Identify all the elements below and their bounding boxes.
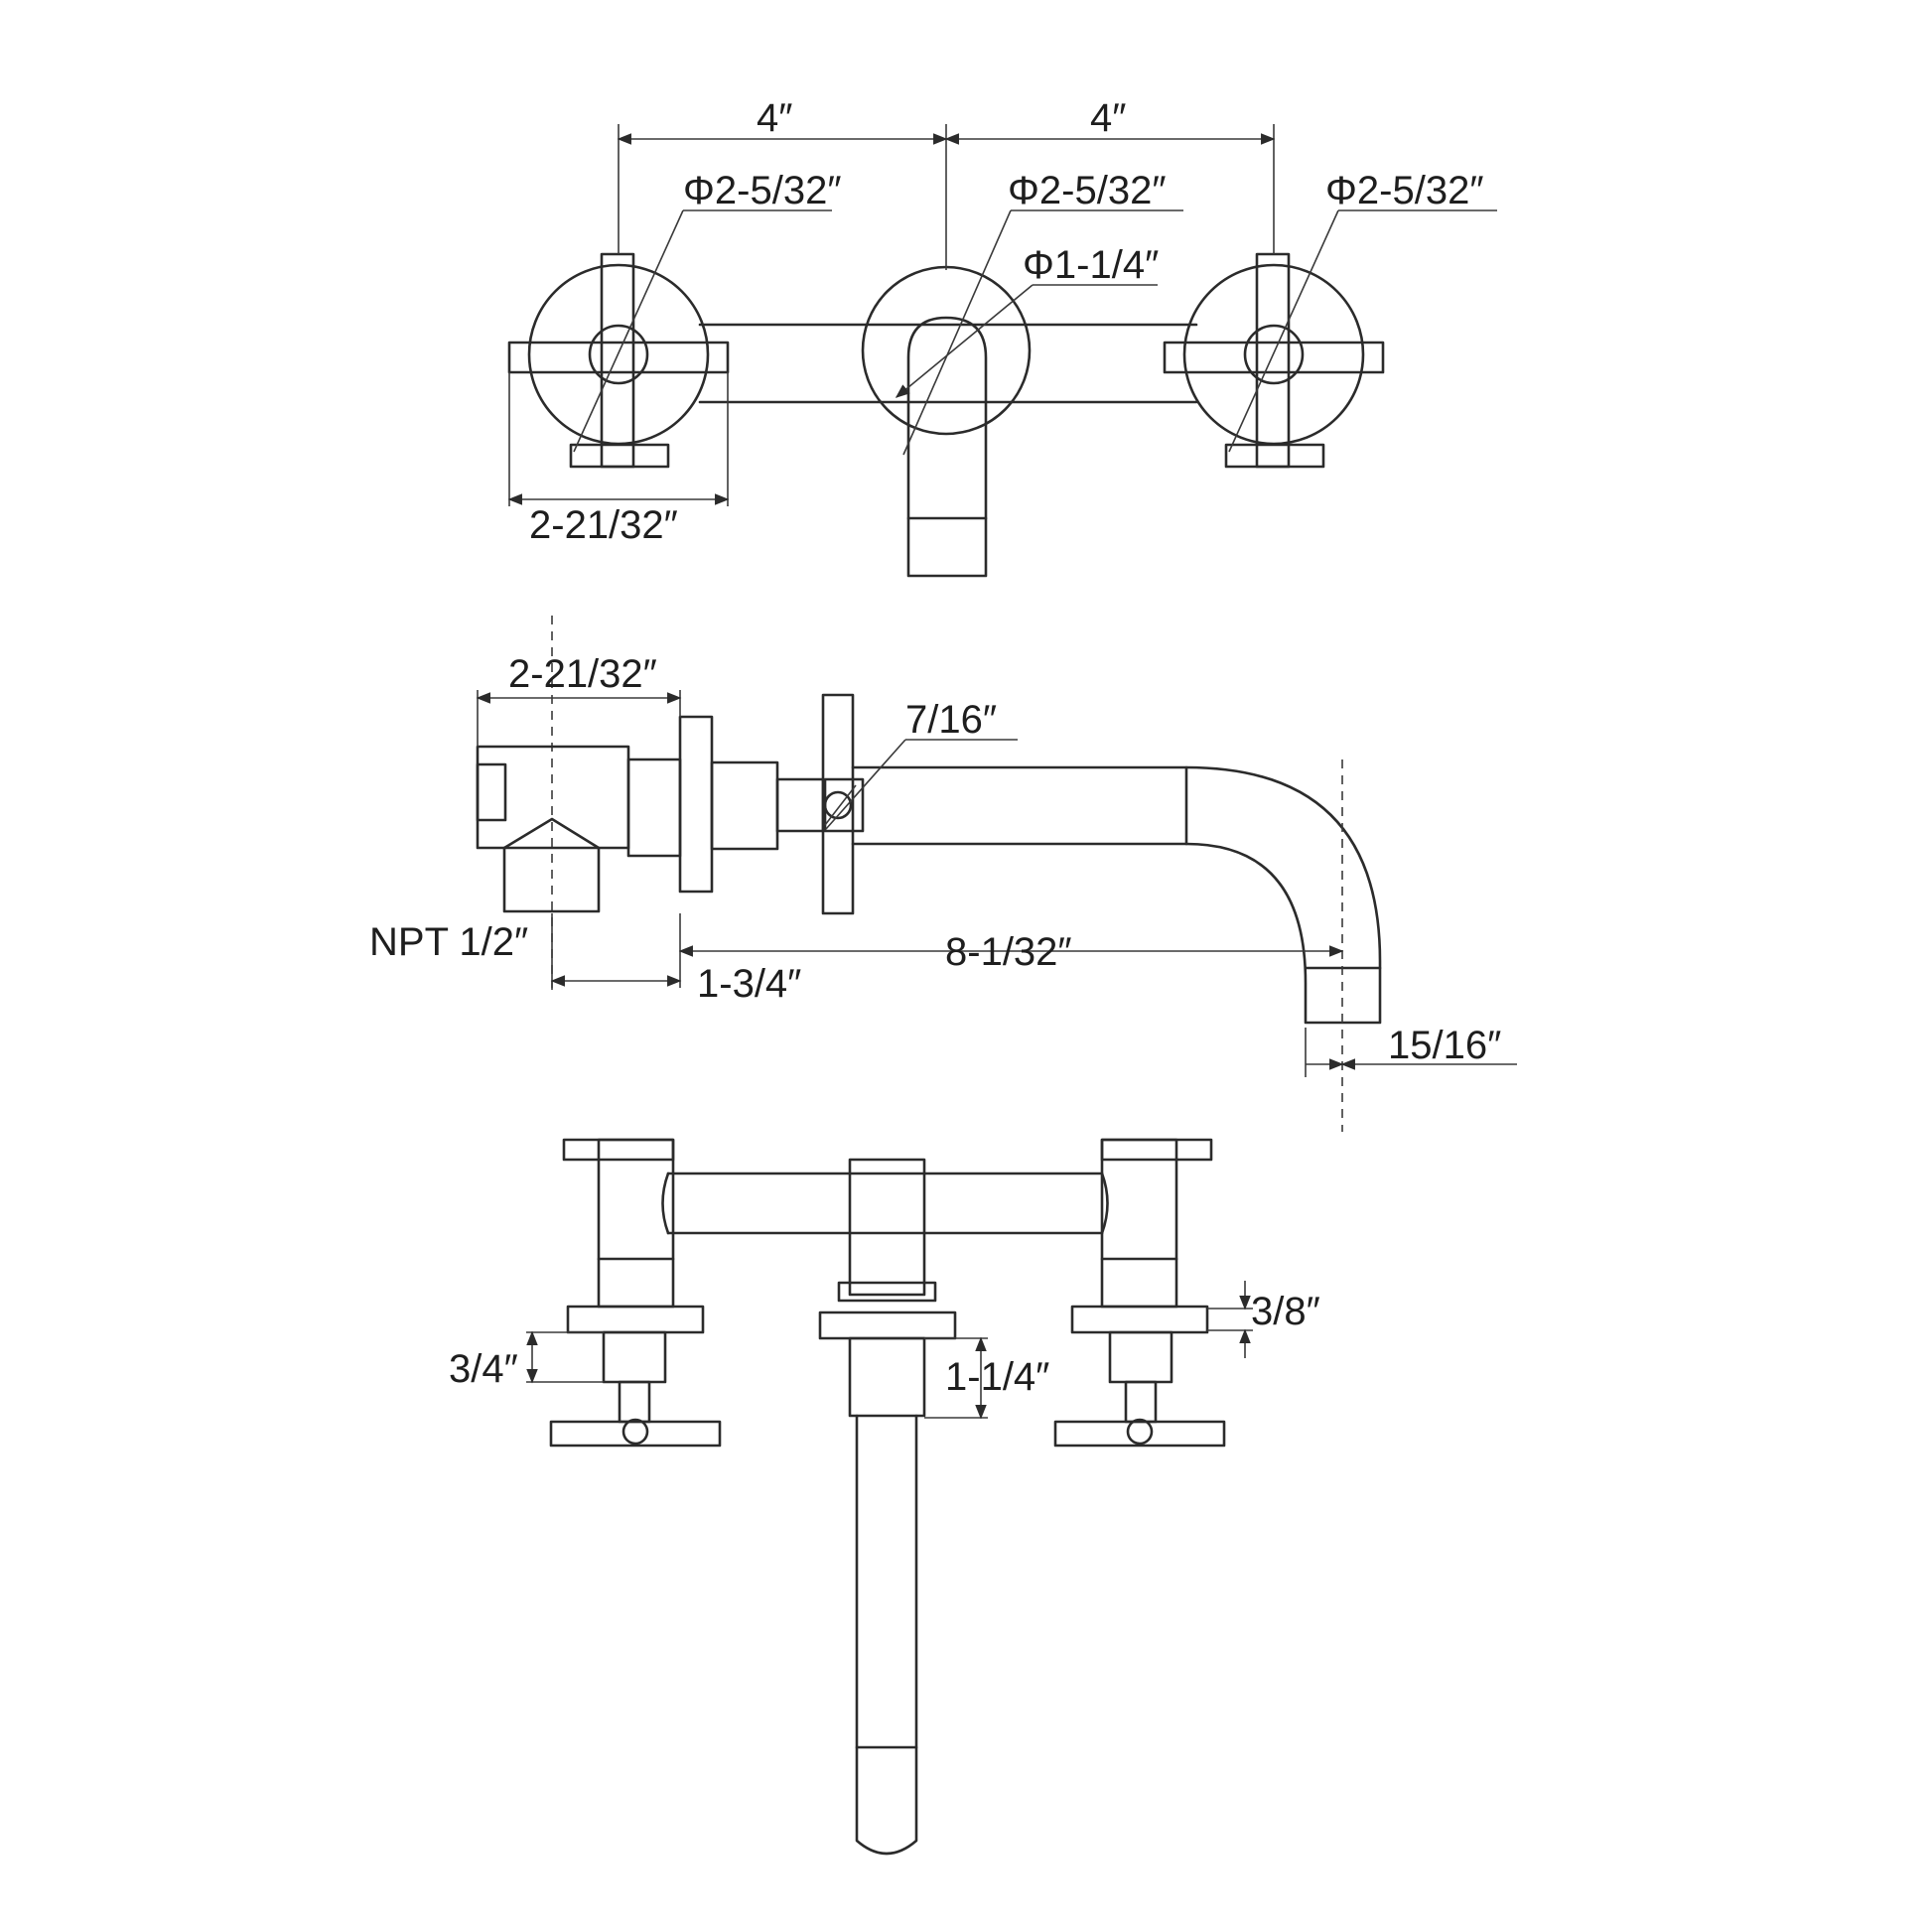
flange-thickness-label: 3/8″ (1251, 1290, 1320, 1333)
wall-setback-label: 1-3/4″ (697, 962, 801, 1006)
left-handle-diameter-label: Φ2-5/32″ (683, 169, 842, 212)
inlet-thread-label: NPT 1/2″ (369, 920, 528, 964)
spout-diameter-label: Φ1-1/4″ (1023, 243, 1159, 287)
spout-plate-diameter-label: Φ2-5/32″ (1008, 169, 1167, 212)
front-handle-width-label: 2-21/32″ (529, 503, 678, 547)
spout-outlet-label: 15/16″ (1388, 1024, 1501, 1067)
right-handle-diameter-label: Φ2-5/32″ (1325, 169, 1484, 212)
front-left-spacing-label: 4″ (757, 96, 792, 140)
front-view: 4″ 4″ Φ2-5/32″ Φ2-5/32″ Φ1-1/4″ Φ2-5/32″… (507, 96, 1497, 578)
handle-thickness-label: 7/16″ (905, 698, 997, 742)
spout-top (818, 1158, 957, 1856)
right-handle-front (1163, 252, 1385, 469)
front-right-spacing-label: 4″ (1090, 96, 1126, 140)
side-body-depth-label: 2-21/32″ (508, 652, 657, 696)
right-handle-top (1053, 1138, 1226, 1448)
spout-collar-height-label: 1-1/4″ (945, 1355, 1049, 1399)
spout-reach-label: 8-1/32″ (945, 930, 1072, 974)
handle-stem-height-label: 3/4″ (449, 1347, 518, 1391)
spout-front (861, 265, 1032, 578)
left-handle-top (549, 1138, 722, 1448)
left-handle-front (507, 252, 730, 469)
top-view: 3/8″ 3/4″ 1-1/4″ (449, 1138, 1320, 1856)
side-view: 2-21/32″ 7/16″ NPT 1/2″ 1-3/4″ 8-1/32″ 1… (369, 616, 1517, 1132)
